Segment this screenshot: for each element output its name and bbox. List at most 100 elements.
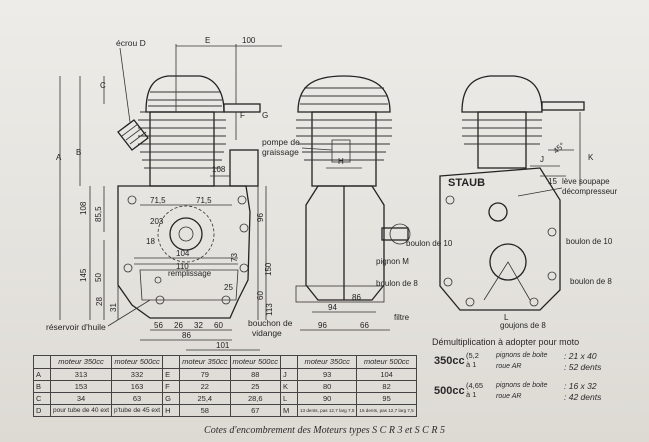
dim-60-bottom: 60 (214, 321, 223, 330)
dim-h: H (338, 157, 344, 166)
callout-boulon-8-right: boulon de 8 (570, 277, 612, 286)
dim-31: 31 (109, 303, 118, 312)
gearing-350-value-pignons: : 21 x 40 (564, 351, 597, 361)
dim-56: 56 (154, 321, 163, 330)
side-callouts: pompe de graissage boulon de 10 pignon M… (262, 137, 453, 322)
callout-graissage: graissage (262, 147, 299, 157)
dim-b: B (76, 148, 81, 157)
rear-callouts: STAUB lève soupape décompresseur boulon … (448, 177, 617, 330)
side-dimension-labels: H 94 96 66 86 (318, 157, 369, 330)
dim-45deg: 45° (552, 141, 567, 156)
side-crankcase (305, 185, 385, 301)
side-pinion (389, 223, 411, 245)
front-dimension-labels: E 100 A B C F G 108 108 85,5 145 50 71,5… (56, 36, 274, 350)
header-moteur-350-c: moteur 350cc (296, 355, 358, 369)
dim-60: 60 (256, 291, 265, 300)
callout-boulon-10-right: boulon de 10 (566, 237, 613, 246)
front-side-boss (229, 149, 259, 187)
table-row: D pour tube de 40 ext p'tube de 45 ext H… (33, 404, 417, 417)
rear-crankcase (439, 167, 561, 311)
table-row: C 34 63 G 25,4 28,6 L 90 95 (33, 392, 417, 405)
side-cylinder-fins (296, 111, 392, 161)
front-crankshaft-center (178, 226, 194, 242)
gearing-title: Démultiplication à adopter pour moto (432, 337, 580, 347)
gearing-350-label-pignons: pignons de boite (496, 352, 548, 359)
side-cylinder-head (297, 75, 391, 113)
dim-94: 94 (328, 303, 337, 312)
rear-crank-boss (489, 243, 527, 281)
header-moteur-350-b: moteur 350cc (179, 355, 231, 369)
dim-108-side: 108 (79, 201, 88, 215)
side-sump (295, 285, 385, 303)
filler-cap (154, 276, 162, 284)
table-row: B 153 163 F 22 25 K 80 82 (33, 380, 417, 393)
dim-96-side: 96 (318, 321, 327, 330)
front-crankcase (117, 185, 251, 319)
oil-reservoir (139, 269, 239, 301)
callout-pompe: pompe de (262, 137, 300, 147)
side-pinion-shaft (381, 227, 409, 241)
front-cylinder-fins (138, 111, 226, 169)
inlet-pipe (223, 103, 261, 113)
rear-view: J K 45° 15 L STAUB lève soupape décompre… (439, 75, 617, 330)
dim-150: 150 (264, 262, 273, 276)
dim-c: C (100, 81, 106, 90)
dim-86-side: 86 (352, 293, 361, 302)
front-crankshaft-boss (169, 217, 203, 251)
dim-203: 203 (150, 217, 164, 226)
side-oil-pump (331, 139, 351, 163)
dim-104: 104 (176, 249, 190, 258)
dim-108-top: 108 (212, 165, 226, 174)
rear-dimension-lines (530, 112, 581, 186)
dim-113: 113 (265, 303, 274, 316)
callout-boulon-10-mid: boulon de 10 (406, 239, 453, 248)
gearing-panel: Démultiplication à adopter pour moto 350… (432, 337, 642, 407)
dim-g: G (262, 111, 268, 120)
callout-decompresseur: décompresseur (562, 187, 617, 196)
dim-73: 73 (230, 253, 239, 262)
front-bolt-circle (157, 205, 215, 263)
callout-pignon-m: pignon M (376, 257, 409, 266)
rear-cylinder-fins (462, 111, 542, 145)
dim-e: E (205, 36, 210, 45)
callout-leve-soupape: lève soupape (562, 177, 610, 186)
dim-71-5-right: 71,5 (196, 196, 212, 205)
callout-reservoir: réservoir d'huile (46, 322, 106, 332)
gearing-500-label-roue: roue AR (496, 393, 522, 400)
front-callouts: écrou D remplissage réservoir d'huile bo… (46, 38, 293, 338)
caption: Cotes d'encombrement des Moteurs types S… (204, 425, 445, 436)
callout-goujons: goujons de 8 (500, 321, 546, 330)
brand-staub: STAUB (448, 177, 485, 189)
dim-18: 18 (146, 237, 155, 246)
table-header-row: moteur 350cc moteur 500cc moteur 350cc m… (33, 355, 417, 369)
side-dimension-lines (300, 167, 390, 331)
dim-101: 101 (216, 341, 230, 350)
dim-15: 15 (548, 177, 557, 186)
callout-boulon-8-mid: boulon de 8 (376, 279, 418, 288)
dim-110: 110 (176, 262, 189, 271)
dim-26: 26 (174, 321, 183, 330)
dim-145: 145 (79, 268, 88, 282)
callout-bouchon: bouchon de (248, 318, 293, 328)
front-head-fins (148, 91, 222, 107)
dim-86: 86 (182, 331, 191, 340)
header-moteur-500-a: moteur 500cc (111, 355, 164, 369)
callout-remplissage: remplissage (168, 269, 212, 278)
table-row: A 313 332 E 79 88 J 93 104 (33, 368, 417, 381)
dim-25: 25 (224, 283, 233, 292)
gearing-350-value-roue: : 52 dents (564, 362, 602, 372)
dim-j: J (540, 155, 544, 164)
rear-cylinder-head (461, 75, 543, 113)
side-view: H 94 96 66 86 pompe de graissage boulon … (262, 75, 453, 331)
gearing-500-value-pignons: : 16 x 32 (564, 381, 597, 391)
gearing-motor-500: 500cc (434, 385, 465, 397)
header-moteur-350-a: moteur 350cc (49, 355, 113, 369)
rear-inlet-pipe (541, 101, 585, 111)
callout-vidange: vidange (252, 328, 282, 338)
front-view: E 100 A B C F G 108 108 85,5 145 50 71,5… (46, 36, 293, 351)
